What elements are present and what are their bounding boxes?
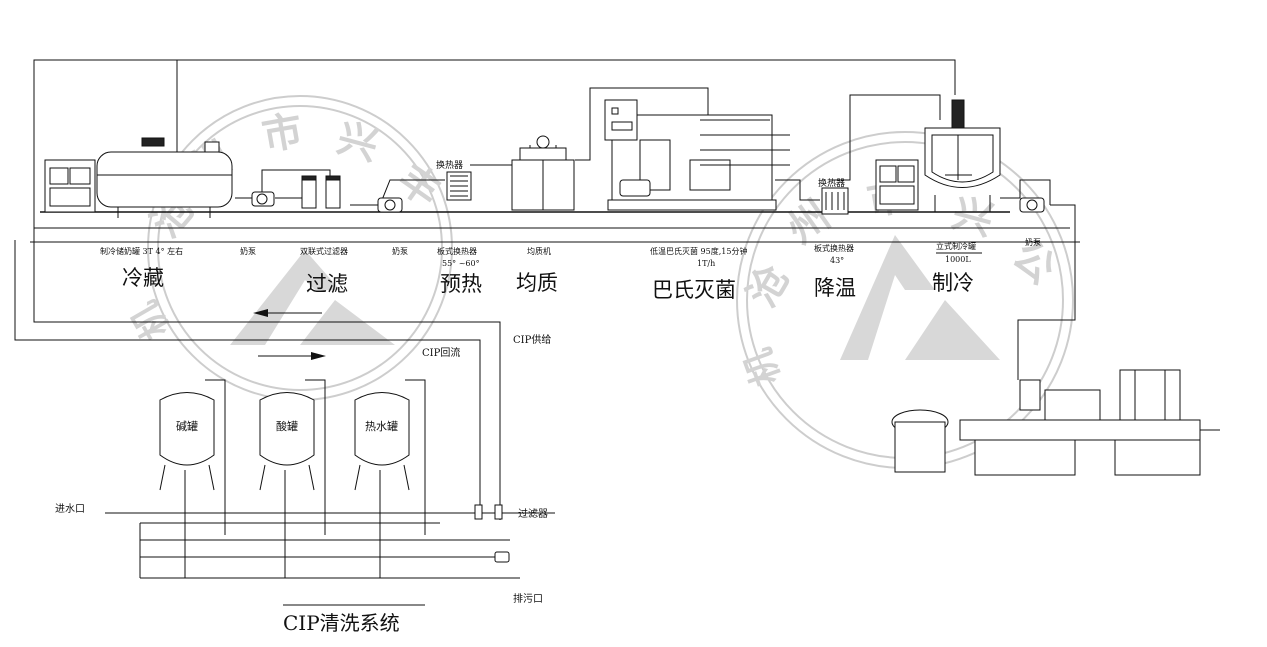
homogenizer [511,135,575,211]
cip-tank-acid-label: 酸罐 [276,419,298,433]
unit-name-pump-2: 奶泵 [392,246,408,256]
stage-cool-down: 降温 [814,276,856,300]
stage-refrigerate: 制冷 [932,271,974,295]
cip-tank-hot-water: 热水罐 [354,392,410,491]
unit-name-storage-tank: 制冷储奶罐 3T 4° 左右 [100,246,183,256]
plate-heat-exchanger-2: 换热器 [818,177,849,215]
hx1-tag: 换热器 [436,159,463,171]
unit-sub-pasteurizer: 1T/h [697,259,715,268]
refrigeration-unit-1 [44,159,96,213]
cip-system-title: CIP清洗系统 [283,611,400,635]
unit-name-plate-hx-2: 板式换热器 [814,243,854,253]
unit-name-plate-hx-1: 板式换热器 [437,246,477,256]
unit-name-homogenizer: 均质机 [527,246,551,256]
unit-sub-plate-hx-1: 55° ~60° [442,259,480,268]
unit-name-duplex-filter: 双联式过滤器 [300,246,348,256]
svg-text:兴: 兴 [332,115,383,170]
unit-name-pump-3: 奶泵 [1025,237,1041,247]
duplex-filter [301,175,341,209]
cip-water-inlet-label: 进水口 [55,503,85,515]
cip-labels: CIP回流 CIP供给 进水口 过滤器 排污口 CIP清洗系统 [55,333,551,635]
cip-tank-alkali-label: 碱罐 [176,420,198,433]
unit-name-cooling-tank: 立式制冷罐 [936,241,976,251]
stage-labels: 冷藏 过滤 预热 均质 巴氏灭菌 降温 制冷 [122,266,974,302]
cip-drain-label: 排污口 [513,592,543,605]
vertical-cooling-tank [924,99,1001,212]
process-labels: 制冷储奶罐 3T 4° 左右 奶泵 双联式过滤器 奶泵 板式换热器 55° ~6… [100,237,1041,268]
milk-pump-3 [1019,197,1045,213]
cip-tank-alkali: 碱罐 [159,392,215,491]
cip-tank-hot-water-label: 热水罐 [365,420,398,433]
pasteurizer [604,99,790,211]
stage-preheat: 预热 [440,272,482,296]
cip-filter-label: 过滤器 [518,507,548,520]
unit-sub-plate-hx-2: 43° [830,256,844,265]
unit-name-pump-1: 奶泵 [240,246,256,256]
cip-supply-label: CIP供给 [513,333,551,346]
milk-storage-tank [96,137,233,218]
refrigeration-unit-2 [875,159,919,211]
svg-text:市: 市 [259,108,306,160]
flow-arrow-left [253,309,322,317]
stage-pasteurize: 巴氏灭菌 [652,278,736,302]
cip-return-label: CIP回流 [422,346,460,359]
milk-pump-1 [251,191,275,207]
cip-piping [105,379,555,579]
unit-sub-cooling-tank: 1000L [945,255,971,264]
stage-filtration: 过滤 [306,272,348,296]
filling-machine [891,369,1220,476]
milk-pump-2 [377,197,403,213]
stage-homogenize: 均质 [516,271,558,295]
cip-tank-acid: 酸罐 [259,392,315,491]
plate-heat-exchanger-1: 换热器 [436,159,472,201]
unit-name-pasteurizer: 低温巴氏灭菌 95度,15分钟 [650,246,747,256]
stage-cold-storage: 冷藏 [122,266,164,290]
flow-arrow-right [258,352,326,360]
hx2-tag: 换热器 [818,177,845,189]
